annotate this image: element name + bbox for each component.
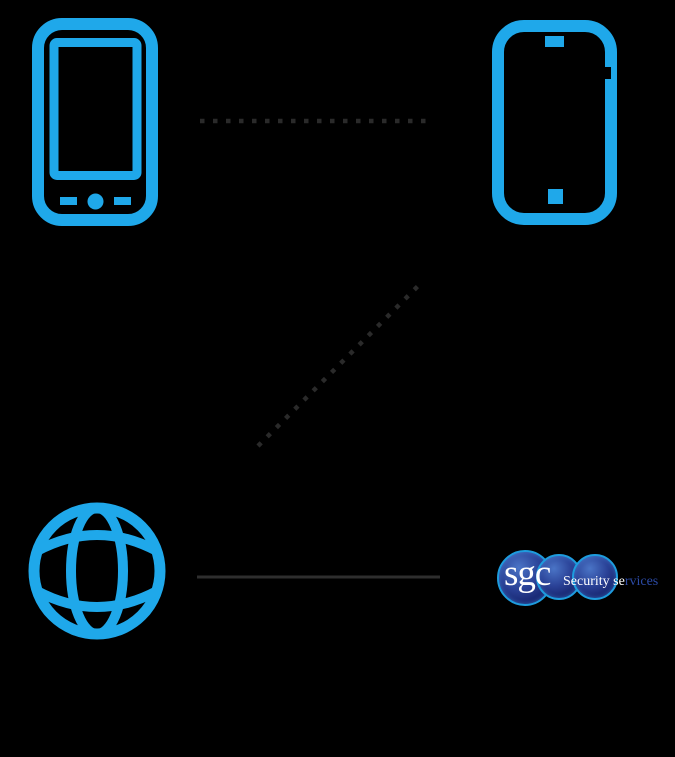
mobile-phone-icon: [492, 20, 617, 225]
mobile-phone-body: [492, 20, 617, 225]
sgc-logo-circle-2: [536, 554, 582, 600]
smartphone-right-button: [114, 197, 131, 205]
sgc-logo: sgc Security services: [495, 545, 675, 613]
globe-icon: [28, 502, 166, 640]
sgc-logo-monogram: sgc: [504, 553, 551, 594]
sgc-logo-tagline: Security services: [563, 574, 658, 590]
smartphone-body: [32, 18, 158, 226]
connection-phone-to-globe-dotted-line: [256, 281, 423, 448]
globe-meridian: [66, 503, 128, 639]
smartphone-home-button: [87, 193, 104, 210]
smartphone-screen: [49, 38, 142, 180]
sgc-logo-circle-3: [572, 554, 618, 600]
sgc-logo-tagline-blue-part: rvices: [624, 574, 659, 589]
smartphone-left-button: [60, 197, 77, 205]
smartphone-icon: [32, 18, 158, 226]
mobile-phone-speaker: [545, 36, 564, 47]
globe-outline: [28, 502, 166, 640]
mobile-phone-home-button: [548, 189, 563, 204]
mobile-phone-side-button-notch: [604, 67, 611, 79]
sgc-logo-tagline-white-part: Security se: [563, 574, 625, 589]
globe-parallel-top: [34, 530, 160, 556]
globe-parallel-bottom: [34, 586, 160, 612]
